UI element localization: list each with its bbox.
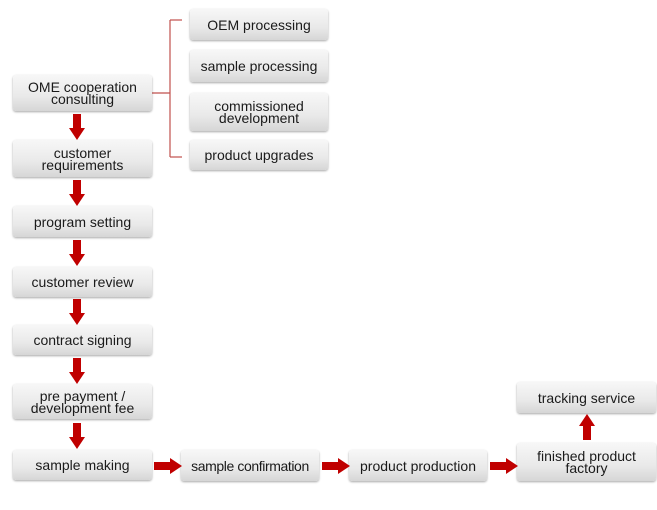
step-label: sample making (35, 457, 130, 473)
arrow-right-icon (322, 458, 350, 474)
step-program-setting: program setting (13, 206, 152, 237)
step-label: finished product factory (537, 448, 636, 476)
arrow-down-icon (69, 358, 85, 384)
step-product-production: product production (349, 450, 487, 481)
step-ome-cooperation-consulting: OME cooperation consulting (13, 75, 152, 111)
step-sample-making: sample making (13, 450, 152, 480)
step-label: customer review (31, 274, 134, 290)
arrow-down-icon (69, 423, 85, 449)
step-tracking-service: tracking service (517, 382, 656, 413)
option-commissioned-development: commissioned development (190, 93, 328, 131)
step-contract-signing: contract signing (13, 325, 152, 355)
step-label: program setting (33, 213, 132, 230)
step-customer-requirements: customer requirements (13, 140, 152, 177)
option-sample-processing: sample processing (190, 50, 328, 82)
arrow-up-icon (579, 414, 595, 440)
step-label: OME cooperation consulting (28, 79, 137, 107)
arrow-down-icon (69, 114, 85, 140)
step-label: product production (360, 457, 476, 474)
option-label: sample processing (200, 58, 318, 74)
step-finished-product-factory: finished product factory (517, 443, 656, 481)
arrow-down-icon (69, 240, 85, 266)
step-customer-review: customer review (13, 267, 152, 297)
option-label: OEM processing (207, 16, 311, 33)
arrow-right-icon (490, 458, 518, 474)
option-label: product upgrades (204, 147, 314, 163)
option-label: commissioned development (214, 98, 304, 126)
step-sample-confirmation: sample confirmation (181, 450, 319, 481)
step-label: pre payment / development fee (30, 387, 135, 416)
step-label: contract signing (33, 332, 132, 348)
option-product-upgrades: product upgrades (190, 140, 328, 170)
step-label: customer requirements (41, 144, 124, 173)
options-bracket (150, 19, 182, 158)
step-label: tracking service (537, 389, 636, 406)
arrow-right-icon (154, 458, 182, 474)
arrow-down-icon (69, 180, 85, 206)
step-pre-payment: pre payment / development fee (13, 384, 152, 419)
arrow-down-icon (69, 299, 85, 325)
option-oem-processing: OEM processing (190, 9, 328, 40)
step-label: sample confirmation (191, 457, 309, 474)
